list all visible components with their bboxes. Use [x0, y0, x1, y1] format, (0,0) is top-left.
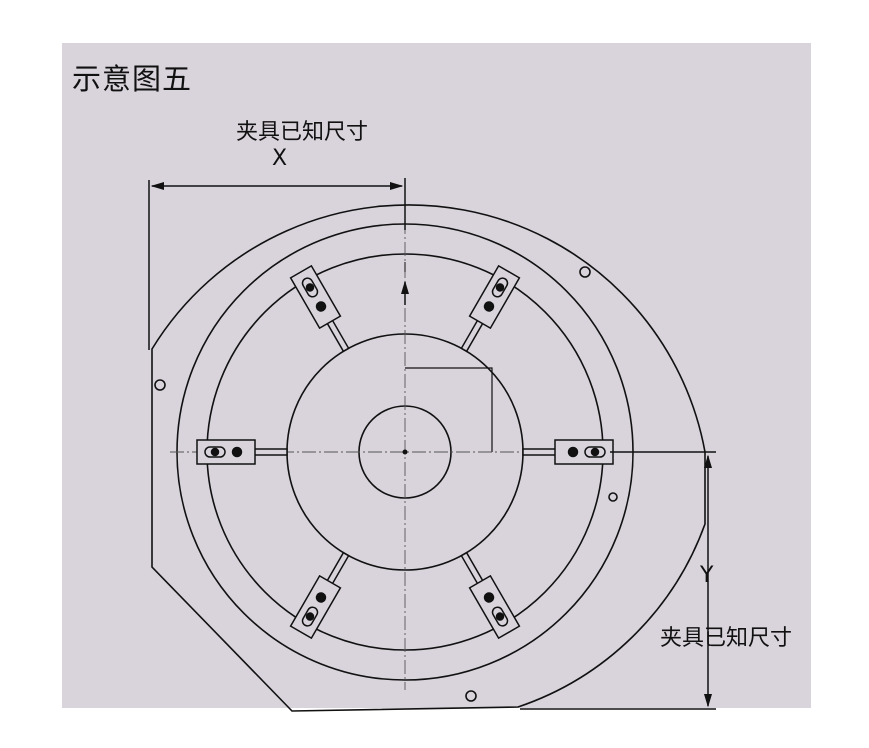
clamp-bolt: [567, 446, 579, 458]
clamp-pin: [210, 447, 220, 457]
clamp-block: [468, 264, 521, 330]
clamp-arm: [522, 439, 614, 465]
clamp-bolt: [315, 301, 327, 312]
diagram-title: 示意图五: [72, 62, 193, 96]
hole-right: [608, 492, 618, 502]
clamp-arm: [460, 264, 521, 353]
clamp-block: [468, 574, 521, 640]
clamp-bolt: [231, 446, 243, 458]
clamp-arm: [196, 439, 288, 465]
base-plate-outline: [151, 204, 706, 712]
clamp-rod: [522, 448, 560, 456]
clamp-pin: [305, 283, 315, 292]
diagram-panel: [62, 43, 811, 708]
center-point: [402, 449, 408, 455]
clamp-pin: [495, 283, 505, 292]
reference-box: [405, 367, 493, 452]
clamp-block: [289, 574, 342, 640]
clamp-slot: [491, 606, 509, 627]
hole-left: [154, 379, 166, 391]
clamp-slot: [491, 277, 509, 298]
clamp-slot: [204, 446, 226, 458]
y-dimension-label: 夹具已知尺寸: [660, 626, 793, 651]
clamp-block: [554, 439, 614, 465]
y-dimension-letter: Y: [700, 563, 714, 588]
clamp-bolt: [315, 592, 327, 603]
clamp-arm: [289, 264, 350, 353]
clamp-block: [196, 439, 256, 465]
clamp-slot: [301, 277, 319, 298]
hole-bottom: [465, 690, 477, 702]
clamp-bolt: [483, 301, 495, 312]
clamp-slot: [584, 446, 606, 458]
hole-top-right: [579, 266, 591, 278]
x-dimension-label: 夹具已知尺寸: [236, 120, 369, 145]
clamp-arm: [460, 551, 521, 640]
clamp-pin: [590, 447, 600, 457]
clamp-pin: [495, 612, 505, 621]
clamp-rod: [250, 448, 288, 456]
x-dimension-letter: X: [272, 146, 288, 171]
clamp-pin: [305, 612, 315, 621]
clamp-block: [289, 264, 342, 330]
clamp-arm: [289, 551, 350, 640]
clamp-bolt: [483, 592, 495, 603]
clamp-slot: [301, 606, 319, 627]
